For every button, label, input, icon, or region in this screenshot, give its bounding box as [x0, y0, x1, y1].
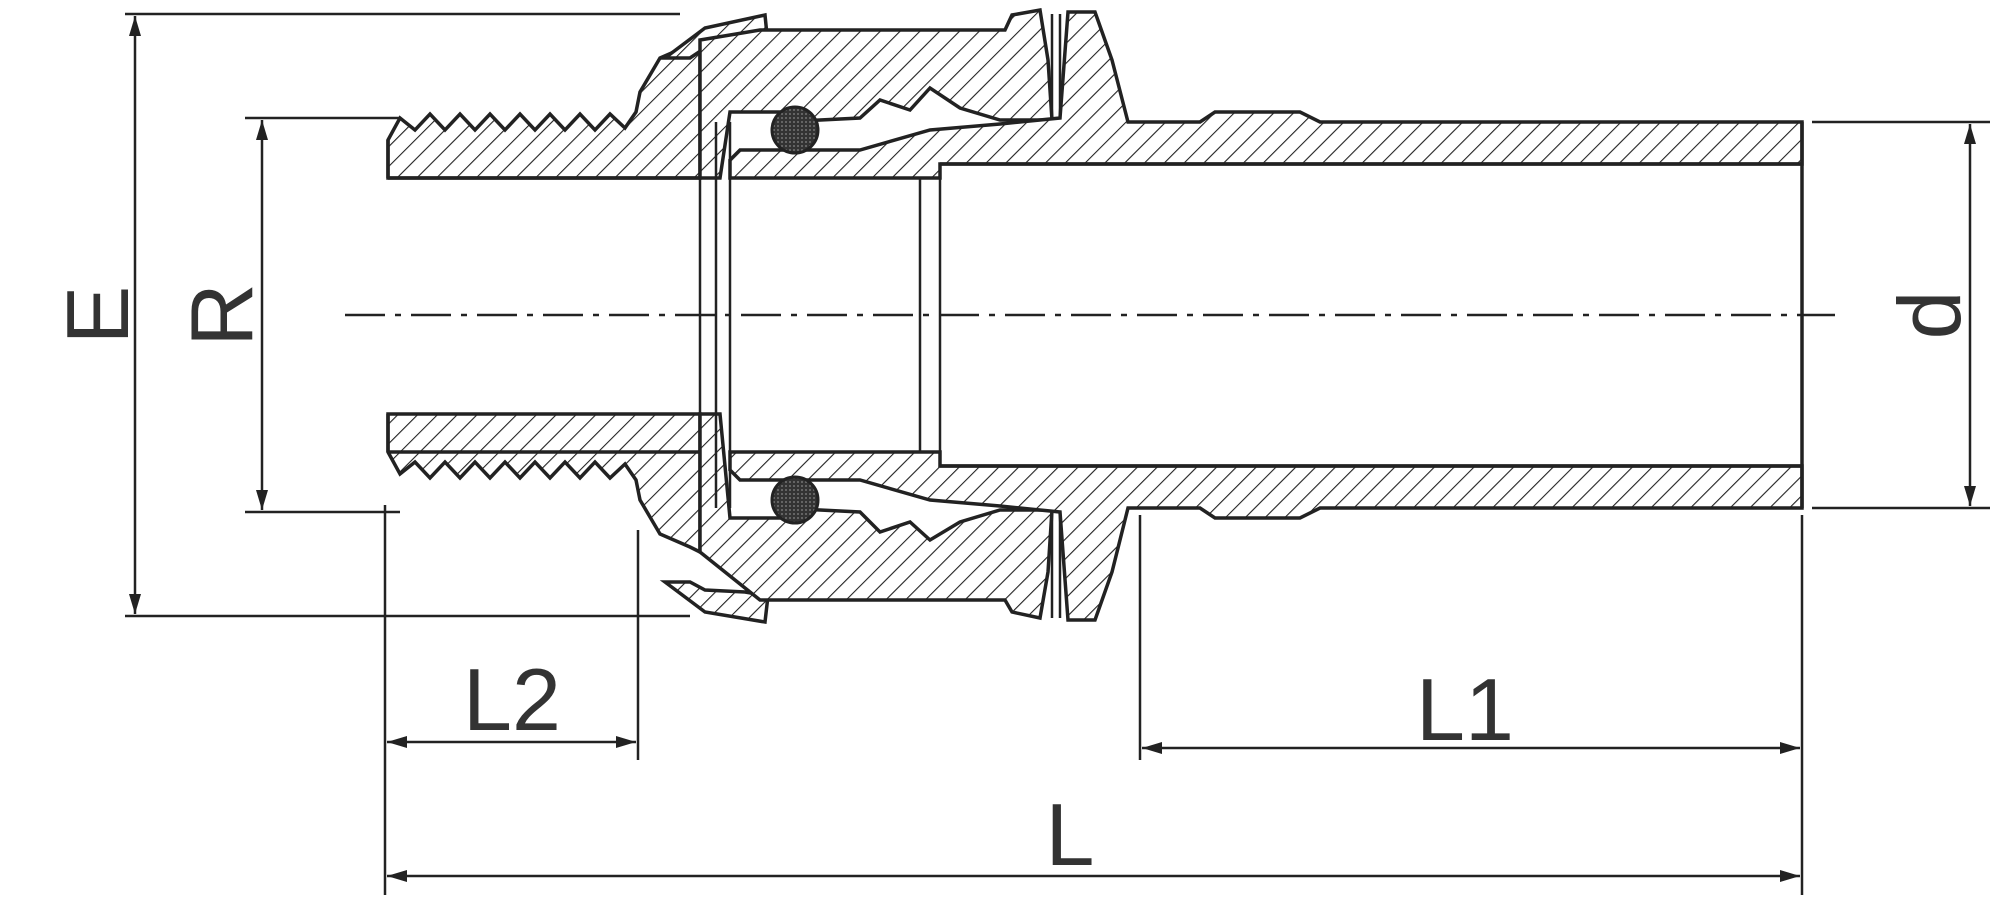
extension-lines [125, 12, 1990, 895]
lower-nut-collar [698, 412, 1054, 621]
bore-outlines [386, 122, 1804, 508]
upper-half-body [386, 7, 1804, 180]
label-L: L [1046, 785, 1095, 884]
upper-o-ring [770, 105, 820, 155]
label-L2: L2 [463, 650, 561, 749]
upper-thread-section [386, 37, 702, 180]
lower-thread-section [386, 412, 702, 555]
label-E: E [48, 286, 147, 345]
upper-nut-collar [698, 7, 1054, 180]
lower-o-ring [770, 475, 820, 525]
label-d: d [1880, 291, 1979, 340]
label-R: R [172, 283, 271, 347]
label-L1: L1 [1416, 660, 1514, 759]
lower-half-body [386, 412, 1804, 625]
